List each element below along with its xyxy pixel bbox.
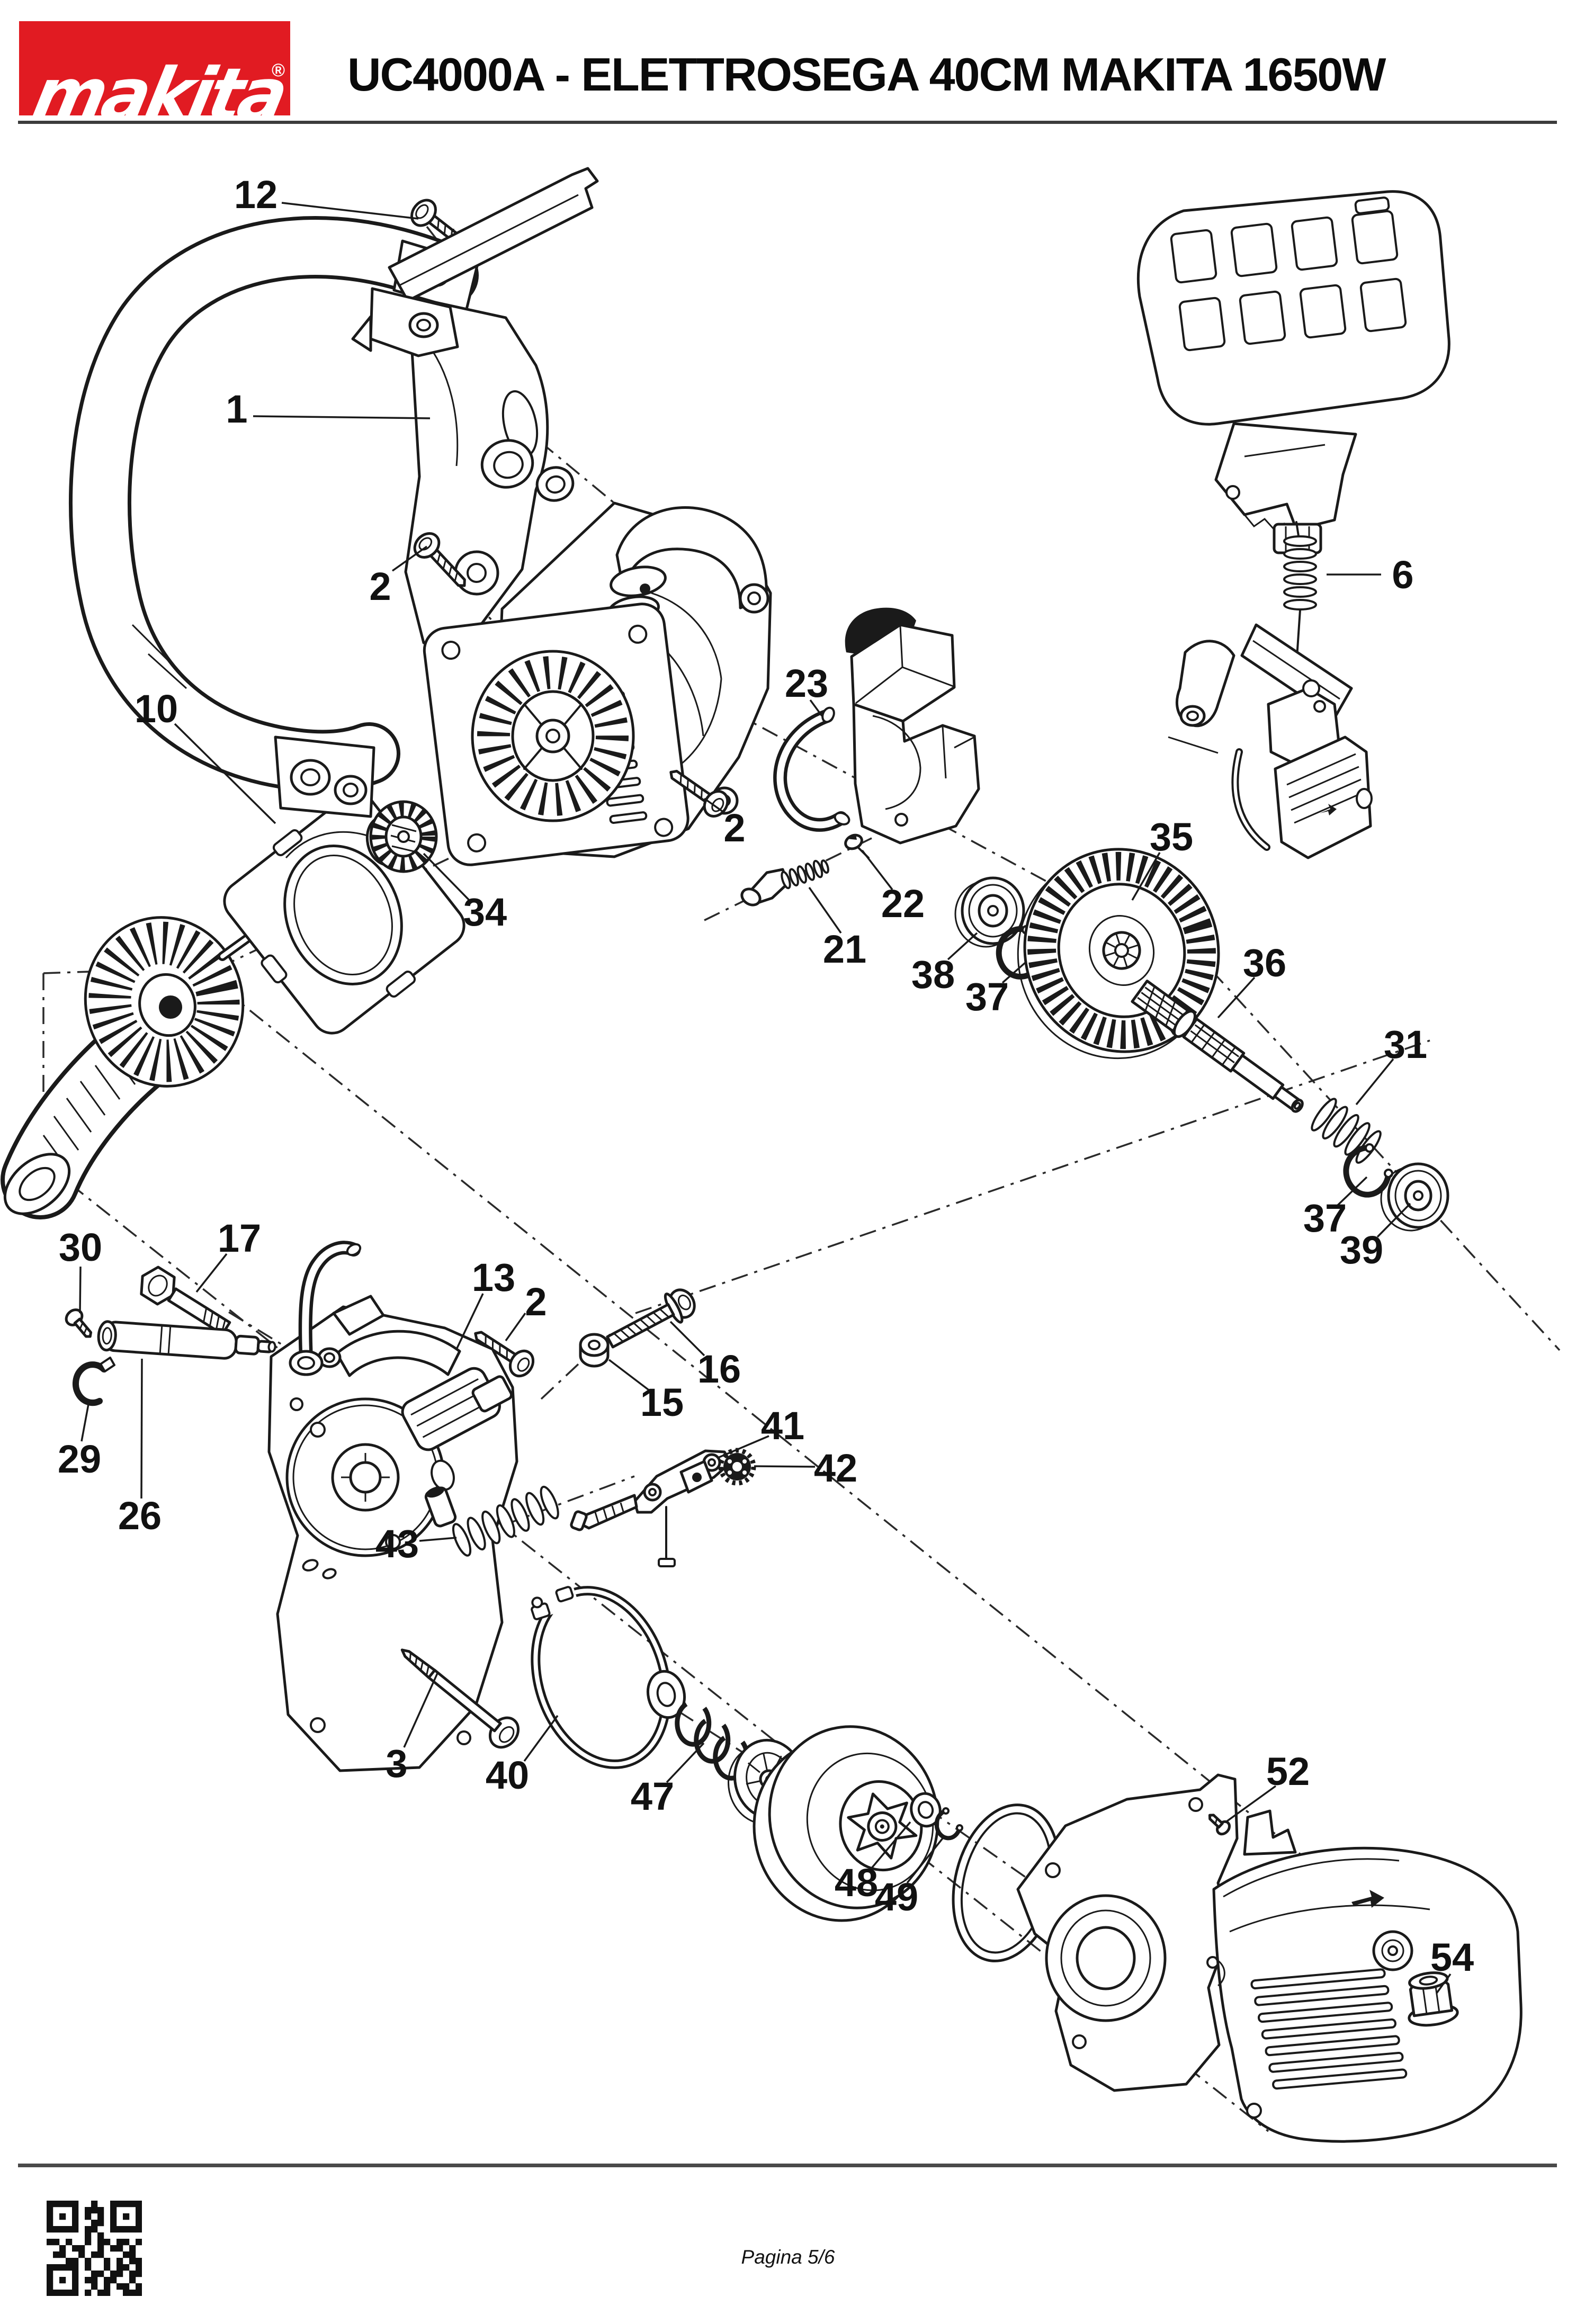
- registered-trademark-icon: ®: [271, 60, 285, 80]
- page-number: Pagina 5/6: [741, 2246, 835, 2268]
- part-tensioner-41: [570, 1449, 732, 1567]
- callout-34: 34: [463, 890, 507, 934]
- callout-15: 15: [640, 1380, 684, 1424]
- callout-30: 30: [59, 1225, 102, 1269]
- part-clamp-29: [73, 1357, 115, 1406]
- part-baffle-plate: [223, 792, 465, 1035]
- part-guard-plate-13: [267, 1295, 518, 1772]
- header-divider: [18, 121, 1557, 124]
- part-sprocket-drum: [753, 1725, 939, 1922]
- part-spring-43: [452, 1485, 559, 1557]
- part-circlip-37b: [1343, 1143, 1393, 1198]
- callout-6: 6: [1392, 553, 1413, 597]
- part-spring-6: [1283, 521, 1317, 666]
- part-brake-band-40: [531, 1582, 671, 1769]
- part-brake-assembly: [1168, 623, 1373, 859]
- part-shaft-36: [1131, 980, 1304, 1113]
- callout-2: 2: [369, 564, 391, 608]
- callout-12: 12: [234, 173, 277, 217]
- callout-1: 1: [226, 387, 247, 431]
- part-oil-tube-26: [97, 1320, 276, 1360]
- callout-16: 16: [697, 1347, 741, 1391]
- callout-10: 10: [135, 687, 178, 731]
- callout-13: 13: [472, 1255, 515, 1299]
- callout-3: 3: [386, 1742, 407, 1785]
- callout-29: 29: [58, 1437, 101, 1481]
- callout-41: 41: [761, 1404, 804, 1448]
- callout-2: 2: [525, 1280, 547, 1324]
- part-sprocket-cover: [1212, 1809, 1523, 2143]
- part-motor-housing: [423, 501, 772, 866]
- part-washer-48: [910, 1792, 942, 1828]
- part-spring-31: [1311, 1098, 1382, 1164]
- callout-21: 21: [823, 927, 866, 971]
- part-circlip-49: [934, 1807, 963, 1841]
- part-screw-52: [1208, 1814, 1231, 1836]
- callout-23: 23: [785, 661, 828, 705]
- callout-2: 2: [723, 806, 745, 850]
- part-screw-30: [65, 1308, 93, 1338]
- callout-40: 40: [486, 1753, 529, 1797]
- part-hand-guard: [1136, 190, 1450, 554]
- callout-47: 47: [631, 1774, 674, 1818]
- callout-36: 36: [1243, 941, 1286, 985]
- callout-54: 54: [1430, 1935, 1474, 1979]
- callout-17: 17: [218, 1216, 261, 1260]
- qr-code: [47, 2201, 142, 2296]
- footer-divider: [18, 2164, 1557, 2167]
- part-oil-pipe: [289, 1241, 362, 1376]
- makita-logo: makita ®: [19, 21, 292, 137]
- callout-52: 52: [1266, 1749, 1310, 1793]
- callout-39: 39: [1340, 1228, 1383, 1272]
- callout-37: 37: [1303, 1196, 1347, 1240]
- part-screw-2c: [474, 1331, 535, 1378]
- callout-43: 43: [375, 1522, 419, 1566]
- callout-48: 48: [835, 1861, 878, 1905]
- part-inner-plate: [1016, 1773, 1239, 2092]
- part-bolt-17: [140, 1266, 231, 1336]
- callout-42: 42: [814, 1446, 857, 1490]
- part-chain-catcher: [351, 167, 599, 357]
- part-cable-23: [773, 706, 850, 832]
- callout-22: 22: [881, 882, 925, 926]
- callout-38: 38: [911, 953, 955, 997]
- part-pinion-gear: [365, 800, 438, 873]
- part-nut-15: [579, 1333, 610, 1368]
- callout-37: 37: [965, 975, 1009, 1019]
- part-screw-2b: [669, 769, 729, 818]
- part-armature-rotor: [1, 916, 254, 1219]
- callout-31: 31: [1384, 1022, 1427, 1066]
- part-bolt-16: [606, 1288, 696, 1349]
- part-switch-assembly: [845, 607, 980, 845]
- part-screw-3: [400, 1648, 520, 1749]
- part-grommet-rings: [480, 439, 575, 502]
- callout-49: 49: [875, 1875, 918, 1919]
- callout-26: 26: [118, 1494, 162, 1538]
- part-bearing-38: [954, 876, 1025, 948]
- callout-35: 35: [1150, 815, 1193, 859]
- part-oiler-21: [740, 859, 829, 907]
- page-title: UC4000A - ELETTROSEGA 40CM MAKITA 1650W: [347, 48, 1386, 101]
